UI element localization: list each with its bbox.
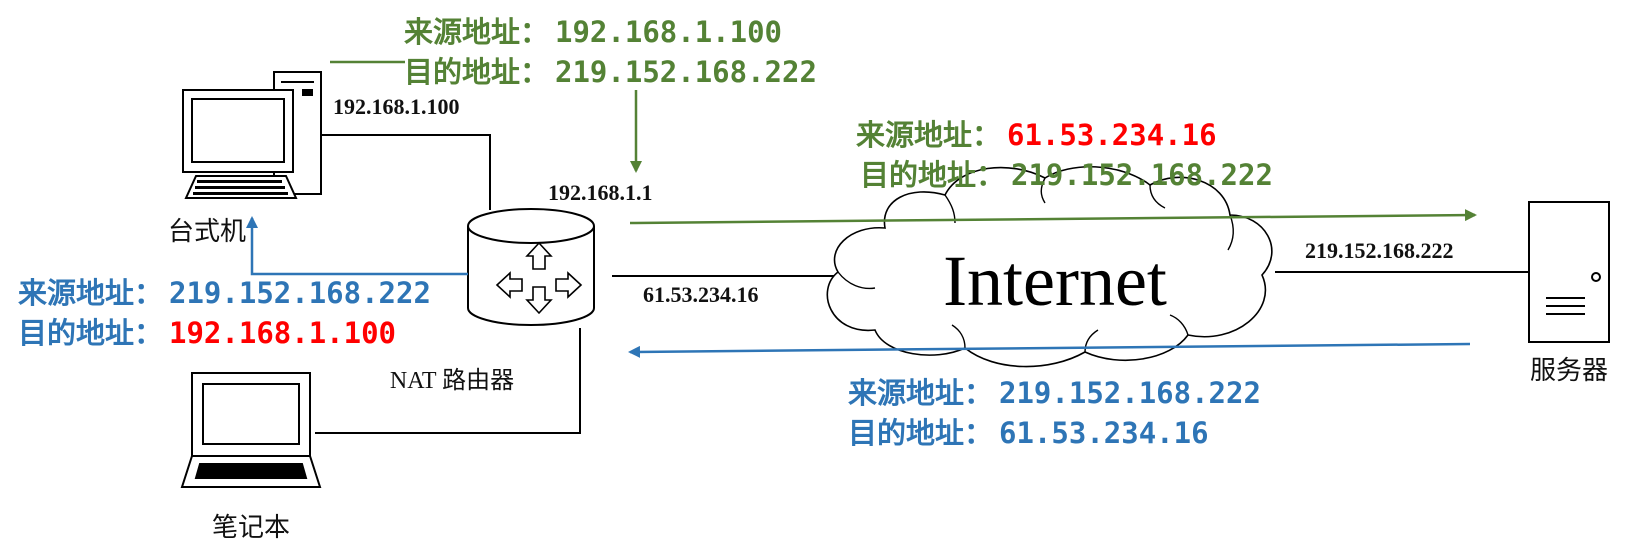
src-value: 219.152.168.222 (169, 276, 431, 310)
dst-label: 目的地址： (18, 316, 163, 350)
server-label: 服务器 (1530, 356, 1608, 386)
svg-text:目的地址：219.152.168.222: 目的地址：219.152.168.222 (860, 158, 1273, 192)
laptop-label: 笔记本 (212, 513, 290, 543)
cloud-label: Internet (943, 241, 1167, 321)
svg-text:目的地址：219.152.168.222: 目的地址：219.152.168.222 (404, 55, 817, 89)
server-icon (1528, 201, 1610, 343)
src-label: 来源地址： (18, 276, 163, 310)
packet-lan-inbound: 来源地址：219.152.168.222 目的地址：192.168.1.100 (18, 276, 431, 350)
packet-wan-inbound: 来源地址：219.152.168.222 目的地址：61.53.234.16 (848, 376, 1261, 450)
laptop-icon (180, 372, 322, 488)
svg-text:来源地址：219.152.168.222: 来源地址：219.152.168.222 (18, 276, 431, 310)
dst-label: 目的地址： (848, 416, 993, 450)
dst-label: 目的地址： (404, 55, 549, 89)
svg-text:来源地址：61.53.234.16: 来源地址：61.53.234.16 (856, 118, 1217, 152)
wan-outbound-arrow (629, 209, 1477, 225)
lan-inbound-arrow (246, 216, 468, 276)
router-lan-ip: 192.168.1.1 (548, 180, 653, 205)
svg-text:目的地址：61.53.234.16: 目的地址：61.53.234.16 (848, 416, 1209, 450)
src-value: 61.53.234.16 (1007, 118, 1217, 152)
packet-lan-outbound: 来源地址：192.168.1.100 目的地址：219.152.168.222 (404, 15, 817, 89)
src-value: 192.168.1.100 (555, 15, 782, 49)
packet-wan-outbound: 来源地址：61.53.234.16 目的地址：219.152.168.222 (856, 118, 1273, 192)
laptop-router-link (315, 328, 581, 434)
svg-text:来源地址：192.168.1.100: 来源地址：192.168.1.100 (404, 15, 782, 49)
desktop-computer-icon (182, 71, 322, 199)
router-label: NAT 路由器 (390, 367, 514, 394)
svg-text:来源地址：219.152.168.222: 来源地址：219.152.168.222 (848, 376, 1261, 410)
desktop-ip: 192.168.1.100 (333, 94, 460, 119)
src-value: 219.152.168.222 (999, 376, 1261, 410)
src-label: 来源地址： (848, 376, 993, 410)
network-links (292, 134, 1530, 434)
desktop-label: 台式机 (168, 217, 246, 247)
dst-value: 61.53.234.16 (999, 416, 1209, 450)
wan-inbound-arrow (628, 342, 1471, 358)
desktop-router-link (292, 134, 491, 210)
server-ip: 219.152.168.222 (1305, 238, 1454, 263)
dst-value: 192.168.1.100 (169, 316, 396, 350)
router-wan-ip: 61.53.234.16 (643, 282, 759, 307)
src-label: 来源地址： (404, 15, 549, 49)
dst-label: 目的地址： (860, 158, 1005, 192)
router-icon (467, 208, 595, 326)
dst-value: 219.152.168.222 (555, 55, 817, 89)
internet-cloud-icon (826, 165, 1273, 368)
dst-value: 219.152.168.222 (1011, 158, 1273, 192)
svg-text:目的地址：192.168.1.100: 目的地址：192.168.1.100 (18, 316, 396, 350)
src-label: 来源地址： (856, 118, 1001, 152)
